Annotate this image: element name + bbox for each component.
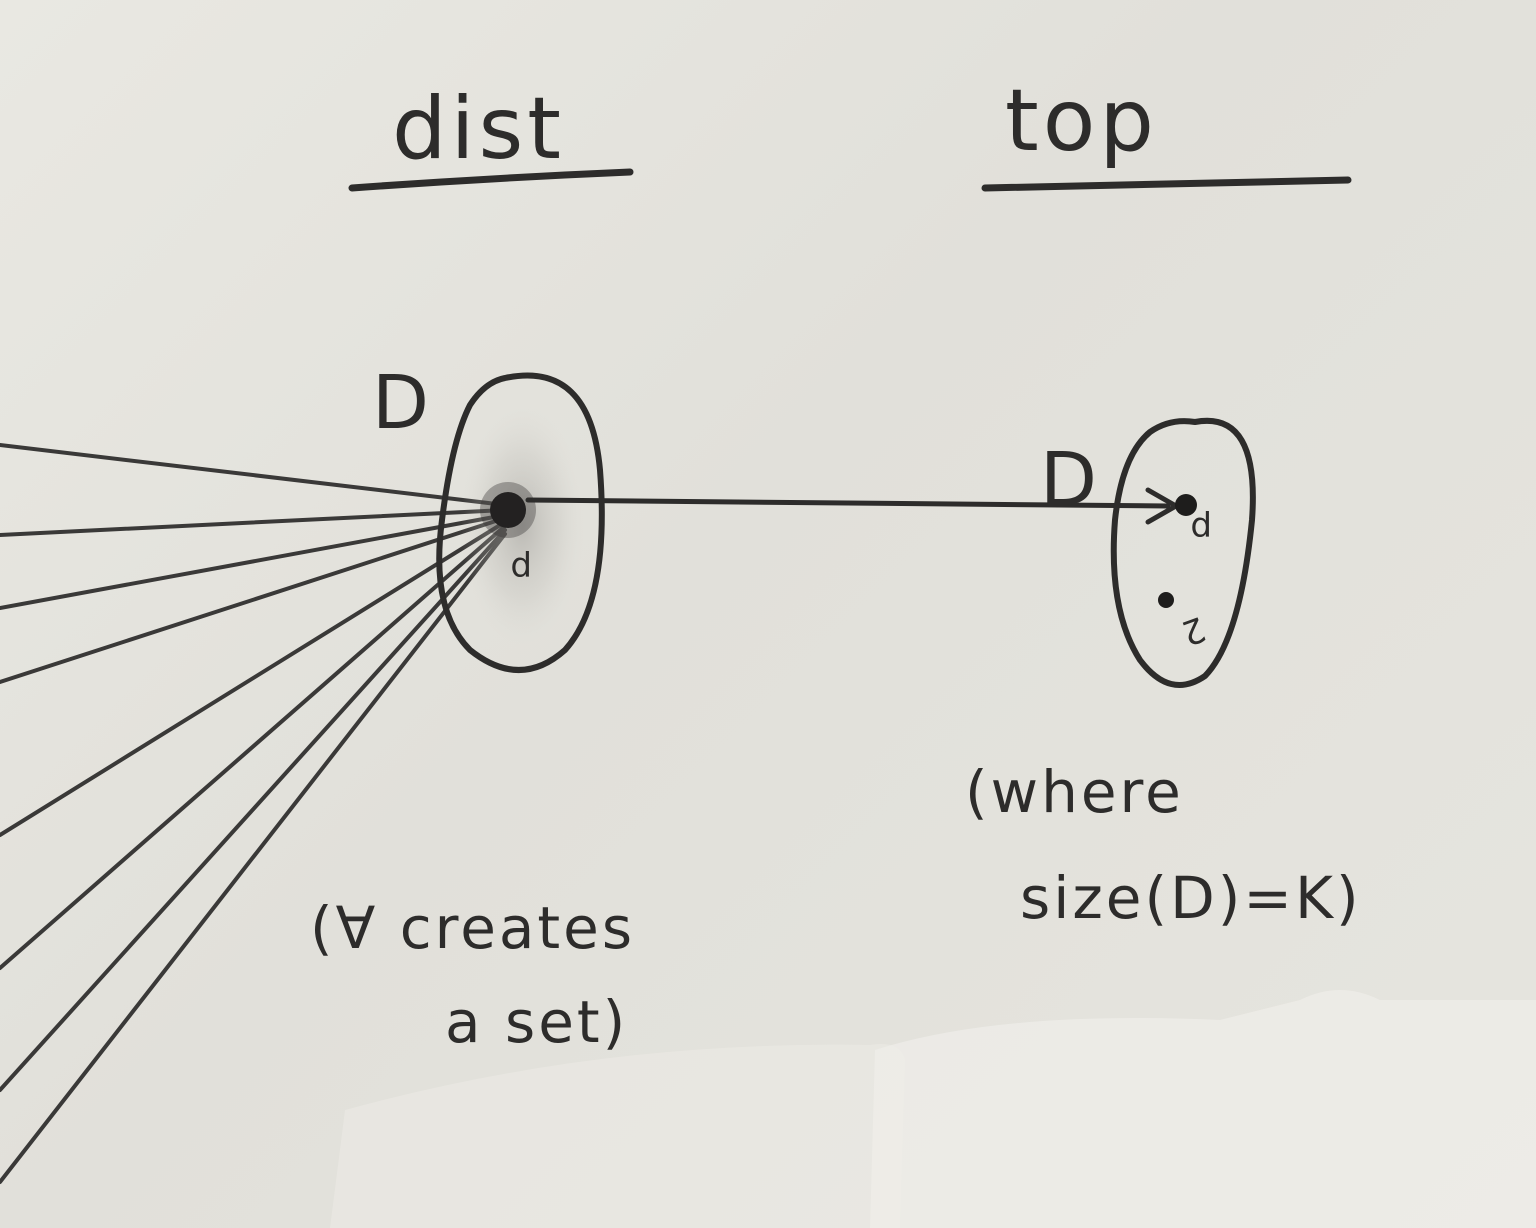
paper-smudge [330,1044,905,1228]
dist-set-label: D [372,360,429,446]
paper-smudge [870,990,1536,1228]
dist-group: dist D p (∀ creates a set) [0,79,635,1184]
top-note-line2: size(D)=K) [1020,864,1362,932]
set-shading [460,405,584,645]
top-group: top D p 2 (where size(D)=K) [965,71,1362,932]
top-note-line1: (where [965,758,1184,826]
top-point2-dot [1158,592,1174,608]
dist-note-line2: a set) [445,988,628,1056]
dist-underline [348,168,634,192]
dist-note-line1: (∀ creates [310,894,635,962]
dist-point-dot [490,492,526,528]
dist-point-label: p [510,549,532,589]
top-point2-label: 2 [1176,608,1210,653]
incoming-rays [0,443,507,1184]
top-set-label: D [1040,437,1097,523]
top-point-dot [1175,494,1197,516]
top-set-outline [1110,417,1256,688]
dist-point-halo [480,482,536,538]
dist-set-outline [436,372,605,673]
top-heading: top [1005,71,1158,171]
dist-heading: dist [392,79,565,179]
top-underline [981,176,1352,192]
top-point-label: p [1190,509,1212,549]
